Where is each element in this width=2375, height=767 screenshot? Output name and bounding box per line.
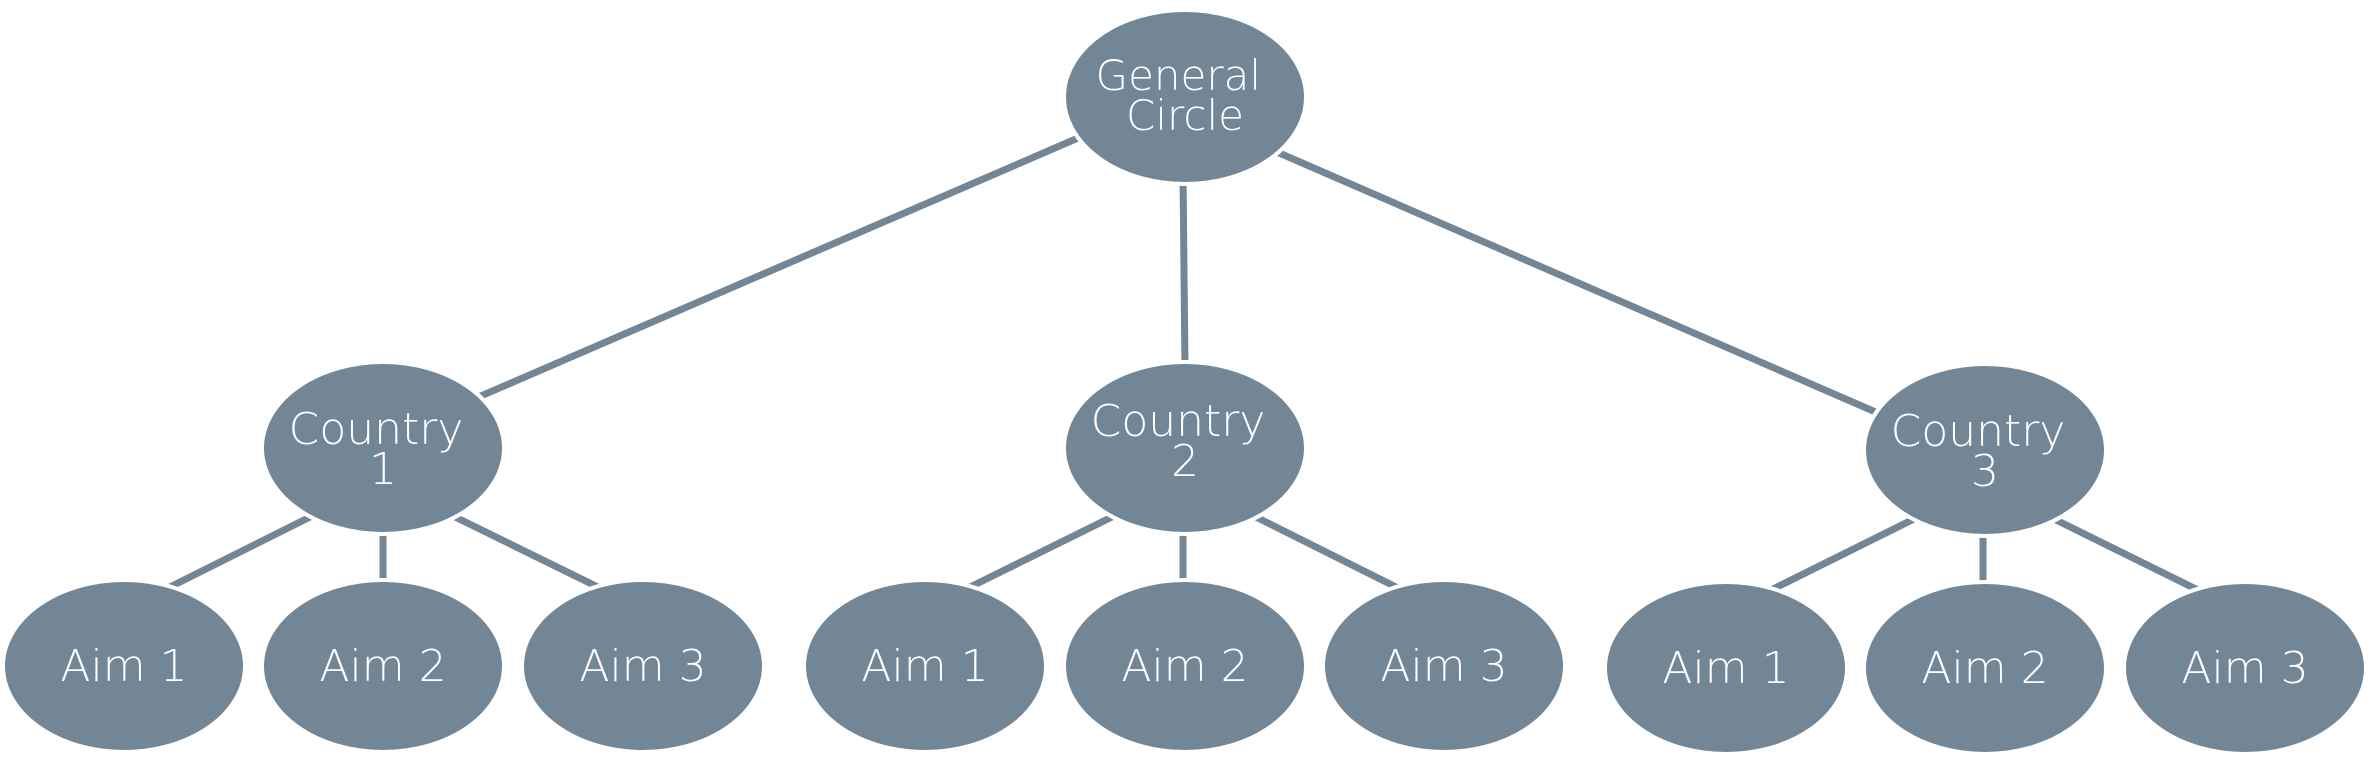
node-root-shape: [1062, 8, 1308, 186]
node-country-2-aim-3-shape: [1321, 578, 1567, 754]
node-root: General Circle: [1062, 8, 1308, 186]
node-country-1-aim-2: Aim 2: [260, 578, 506, 754]
node-root-label: General Circle: [1096, 51, 1275, 140]
edge-root-country-1: [465, 131, 1087, 406]
node-country-3-shape: [1862, 362, 2108, 538]
node-country-1-aim-1-shape: [1, 578, 247, 754]
edge-country-1-aim-3: [443, 508, 610, 596]
node-country-1-aim-2-shape: [260, 578, 506, 754]
node-country-3-aim-2: Aim 2: [1862, 580, 2108, 756]
node-country-2-aim-3-label: Aim 3: [1380, 641, 1507, 692]
edge-country-2-aim-3: [1244, 508, 1408, 596]
edge-root-country-3: [1268, 145, 1889, 421]
node-country-3-label: Country 3: [1891, 406, 2080, 497]
node-country-3-aim-1-shape: [1603, 580, 1849, 756]
node-country-3: Country 3: [1862, 362, 2108, 538]
node-country-1-label-line-1: Country: [289, 404, 464, 455]
node-country-2-label-line-2: 2: [1171, 436, 1199, 487]
node-country-2-shape: [1062, 360, 1308, 536]
node-country-2: Country 2: [1062, 360, 1308, 536]
edge-country-3-aim-1: [1761, 511, 1924, 598]
node-country-1-shape: [260, 360, 506, 536]
node-country-2-aim-2-label: Aim 2: [1121, 641, 1248, 692]
node-country-1-label-line-2: 1: [369, 444, 397, 495]
edge-country-3-aim-3: [2044, 511, 2210, 599]
edge-country-2-aim-1: [958, 509, 1122, 596]
node-country-3-aim-1: Aim 1: [1603, 580, 1849, 756]
node-country-1-label: Country 1: [289, 404, 478, 495]
edge-country-1-aim-1: [158, 509, 320, 596]
node-country-3-aim-3-label: Aim 3: [2181, 643, 2308, 694]
node-country-3-label-line-2: 3: [1971, 446, 1999, 497]
node-country-2-aim-1-label: Aim 1: [861, 641, 988, 692]
node-root-label-line-2: Circle: [1126, 91, 1244, 140]
node-country-1-aim-2-label: Aim 2: [319, 641, 446, 692]
node-country-3-aim-2-shape: [1862, 580, 2108, 756]
node-country-1-aim-3: Aim 3: [520, 578, 766, 754]
edges: [158, 131, 2210, 599]
node-country-1-aim-3-shape: [520, 578, 766, 754]
node-country-2-aim-3: Aim 3: [1321, 578, 1567, 754]
node-country-3-aim-2-label: Aim 2: [1921, 643, 2048, 694]
node-country-3-aim-1-label: Aim 1: [1662, 643, 1789, 694]
node-country-1-aim-3-label: Aim 3: [579, 641, 706, 692]
node-country-2-aim-1-shape: [802, 578, 1048, 754]
node-country-2-aim-2-shape: [1062, 578, 1308, 754]
node-country-3-aim-3-shape: [2122, 580, 2368, 756]
node-country-1-aim-1-label: Aim 1: [60, 641, 187, 692]
node-country-3-aim-3: Aim 3: [2122, 580, 2368, 756]
edge-root-country-2: [1179, 174, 1189, 368]
node-country-2-label-line-1: Country: [1091, 396, 1266, 447]
node-country-2-aim-1: Aim 1: [802, 578, 1048, 754]
node-country-2-label: Country 2: [1091, 396, 1280, 487]
node-country-1-aim-1: Aim 1: [1, 578, 247, 754]
node-root-label-line-1: General: [1096, 51, 1262, 100]
node-country-3-label-line-1: Country: [1891, 406, 2066, 457]
node-country-1: Country 1: [260, 360, 506, 536]
node-country-2-aim-2: Aim 2: [1062, 578, 1308, 754]
